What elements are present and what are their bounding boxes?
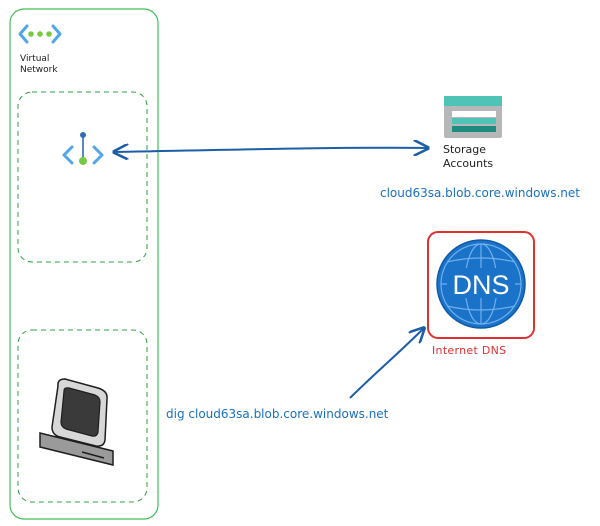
dns-icon-text: DNS bbox=[452, 270, 509, 300]
storage-accounts-label: Storage Accounts bbox=[443, 143, 493, 171]
virtual-network-icon bbox=[18, 24, 62, 44]
subnet-private-endpoint bbox=[17, 91, 148, 263]
virtual-network-label-line2: Network bbox=[20, 65, 58, 75]
internet-dns-frame bbox=[427, 231, 535, 339]
storage-hostname: cloud63sa.blob.core.windows.net bbox=[380, 186, 581, 200]
virtual-network-label-line1: Virtual bbox=[20, 54, 50, 64]
storage-accounts-label-line2: Accounts bbox=[443, 157, 494, 170]
storage-accounts-label-line1: Storage bbox=[443, 143, 487, 156]
dns-globe-icon: DNS bbox=[436, 239, 526, 329]
internet-dns-label: Internet DNS bbox=[432, 344, 507, 357]
storage-account-icon bbox=[444, 96, 502, 138]
computer-terminal-icon bbox=[39, 378, 114, 466]
private-link-arrow bbox=[114, 148, 428, 152]
dns-query-arrow bbox=[349, 328, 424, 399]
virtual-network-boundary bbox=[9, 8, 159, 520]
private-endpoint-icon bbox=[62, 132, 104, 165]
virtual-network-label: Virtual Network bbox=[20, 54, 58, 76]
dig-command-text: dig cloud63sa.blob.core.windows.net bbox=[166, 407, 389, 421]
